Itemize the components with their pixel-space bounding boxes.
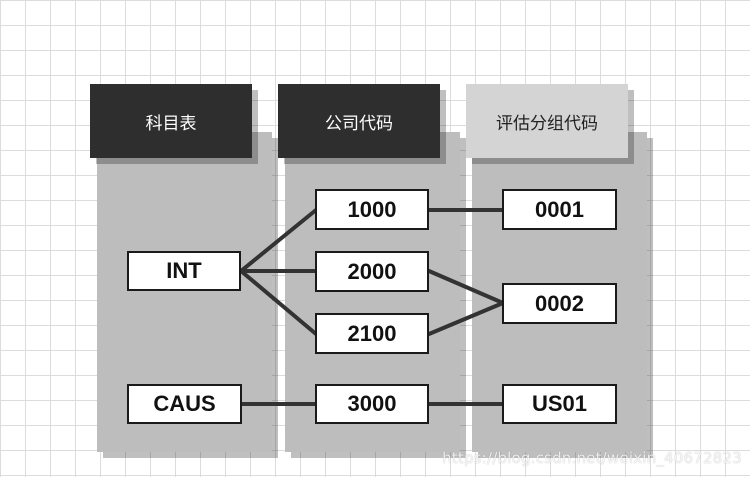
- link-2100-0002: [427, 301, 505, 336]
- node-1000: 1000: [315, 189, 429, 230]
- node-2100: 2100: [315, 313, 429, 354]
- link-int-2100: [239, 269, 318, 336]
- accounts-header: 科目表: [90, 84, 252, 158]
- companies-header: 公司代码: [278, 84, 440, 158]
- valuation-header: 评估分组代码: [466, 84, 628, 158]
- node-0001: 0001: [502, 189, 617, 230]
- link-2000-0002: [427, 269, 505, 305]
- link-int-1000: [239, 208, 318, 273]
- watermark-text: https://blog.csdn.net/weixin_40672823: [442, 449, 742, 467]
- node-2000: 2000: [315, 251, 429, 292]
- node-int: INT: [127, 251, 241, 291]
- node-caus: CAUS: [127, 384, 242, 424]
- node-0002: 0002: [502, 283, 617, 324]
- node-us01: US01: [502, 384, 617, 424]
- node-3000: 3000: [315, 384, 429, 424]
